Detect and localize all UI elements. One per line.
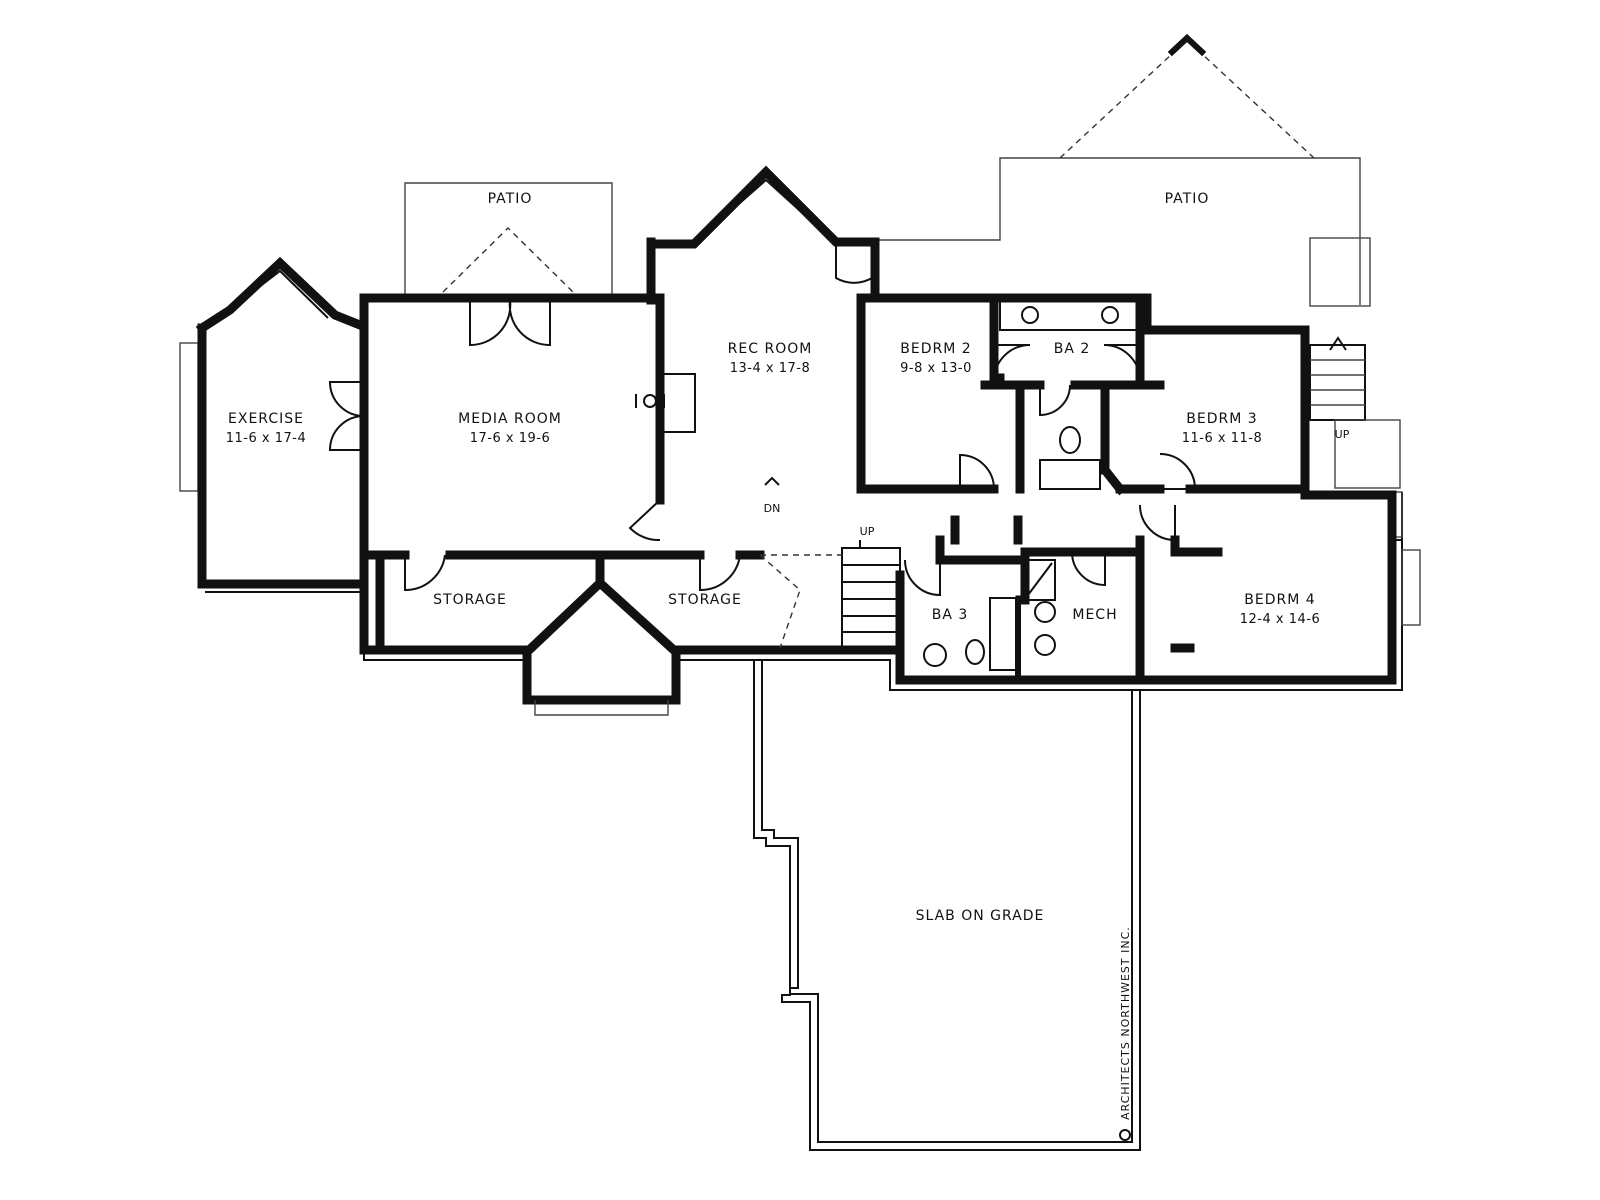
- slab-label: SLAB ON GRADE: [916, 908, 1045, 924]
- window-marks: [1387, 490, 1421, 626]
- fixtures: [635, 299, 1141, 671]
- stair-dn-label: DN: [764, 502, 781, 515]
- stair-dn-arrow: [764, 476, 780, 486]
- interior-stair: [759, 540, 901, 649]
- patio-left-label: PATIO: [488, 191, 533, 207]
- patio-left-outline: [404, 182, 613, 298]
- exercise-label: EXERCISE: [228, 411, 304, 427]
- bedrm2-size: 9-8 x 13-0: [900, 361, 972, 376]
- rec-bay-window: [646, 165, 880, 305]
- interior-walls: [359, 293, 1310, 685]
- patio-right-outline: [872, 33, 1361, 305]
- bedrm2-label: BEDRM 2: [900, 341, 971, 357]
- credit: ARCHITECTS NORTHWEST INC.: [1119, 926, 1132, 1141]
- media-room-size: 17-6 x 19-6: [470, 431, 550, 446]
- bedrm3-label: BEDRM 3: [1186, 411, 1257, 427]
- credit-text: ARCHITECTS NORTHWEST INC.: [1119, 926, 1132, 1120]
- stair-up-label: UP: [860, 525, 875, 538]
- doors: [328, 242, 1197, 597]
- rec-room-size: 13-4 x 17-8: [730, 361, 810, 376]
- foundation-lines: [205, 492, 1403, 691]
- exercise-bay-window: [179, 256, 366, 492]
- bedrm3-size: 11-6 x 11-8: [1182, 431, 1262, 446]
- exterior-stair-up-label: UP: [1335, 428, 1350, 441]
- storage-left-label: STORAGE: [433, 592, 507, 608]
- storage-bay: [520, 576, 683, 716]
- rec-room-label: REC ROOM: [728, 341, 813, 357]
- storage-right-label: STORAGE: [668, 592, 742, 608]
- ba2-label: BA 2: [1054, 341, 1091, 357]
- exercise-size: 11-6 x 17-4: [226, 431, 306, 446]
- mech-label: MECH: [1072, 607, 1117, 623]
- exterior-stair: [1309, 237, 1401, 489]
- bedrm4-size: 12-4 x 14-6: [1240, 612, 1320, 627]
- media-room-label: MEDIA ROOM: [458, 411, 562, 427]
- bedrm4-label: BEDRM 4: [1244, 592, 1315, 608]
- patio-right-label: PATIO: [1165, 191, 1210, 207]
- slab-on-grade: [753, 660, 1141, 1151]
- ba3-label: BA 3: [932, 607, 969, 623]
- exterior-walls: [197, 293, 1397, 685]
